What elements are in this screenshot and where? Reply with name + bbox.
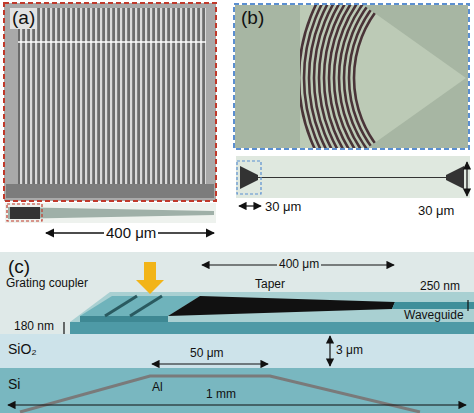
dimension-arrow xyxy=(239,205,261,206)
light-arrow xyxy=(136,262,164,294)
dimension-label: 400 μm xyxy=(277,258,321,271)
waveguide-shape xyxy=(392,302,474,309)
slab-front xyxy=(70,322,474,334)
dashed-frame xyxy=(234,4,469,149)
dimension-label: 30 μm xyxy=(265,200,301,214)
grating-image xyxy=(10,207,40,219)
part-label: Taper xyxy=(255,278,285,291)
dimension-arrow xyxy=(329,336,330,366)
dimension-label: 1 mm xyxy=(206,388,236,401)
micro-strip xyxy=(236,156,470,198)
part-label: Al xyxy=(152,381,163,394)
sem-image xyxy=(4,3,216,201)
fan-grating xyxy=(299,5,468,148)
dimension-label: 50 μm xyxy=(190,347,224,360)
dimension-arrow xyxy=(466,162,467,196)
taper-image xyxy=(8,207,214,219)
dashed-frame xyxy=(237,161,261,194)
sem-line xyxy=(18,41,206,43)
grating-coupler-front xyxy=(80,316,168,322)
sio2-layer xyxy=(0,334,474,368)
waveguide-image xyxy=(258,177,446,178)
part-label: Grating coupler xyxy=(6,277,88,290)
part-label: Waveguide xyxy=(404,309,464,322)
dashed-frame xyxy=(4,3,216,201)
si-substrate xyxy=(0,368,474,413)
grating-groove xyxy=(130,296,162,316)
layer-label: SiO₂ xyxy=(8,342,37,357)
micro-strip xyxy=(5,203,216,223)
layer-label: Si xyxy=(8,377,20,392)
al-mirror xyxy=(20,376,420,412)
dashed-frame xyxy=(7,204,42,221)
taper-shape xyxy=(168,296,395,316)
panel-label: (a) xyxy=(10,8,37,29)
panel-label: (c) xyxy=(8,257,30,278)
panel-label: (b) xyxy=(241,8,264,29)
grating-image xyxy=(240,166,258,189)
dimension-label: 30 μm xyxy=(418,204,454,218)
dimension-label: 400 μm xyxy=(104,225,158,242)
dimension-arrow xyxy=(8,404,466,405)
dimension-arrow xyxy=(152,363,268,364)
grating-image xyxy=(446,166,464,189)
schematic-ground xyxy=(0,252,474,334)
grating-lines xyxy=(18,8,206,184)
dimension-label: 250 nm xyxy=(420,280,460,293)
dimension-tick xyxy=(467,300,468,311)
slab-top xyxy=(70,292,474,322)
dimension-tick xyxy=(63,322,64,334)
sem-base xyxy=(6,184,214,198)
dimension-label: 3 μm xyxy=(336,344,363,357)
dimension-label: 180 nm xyxy=(14,320,54,333)
